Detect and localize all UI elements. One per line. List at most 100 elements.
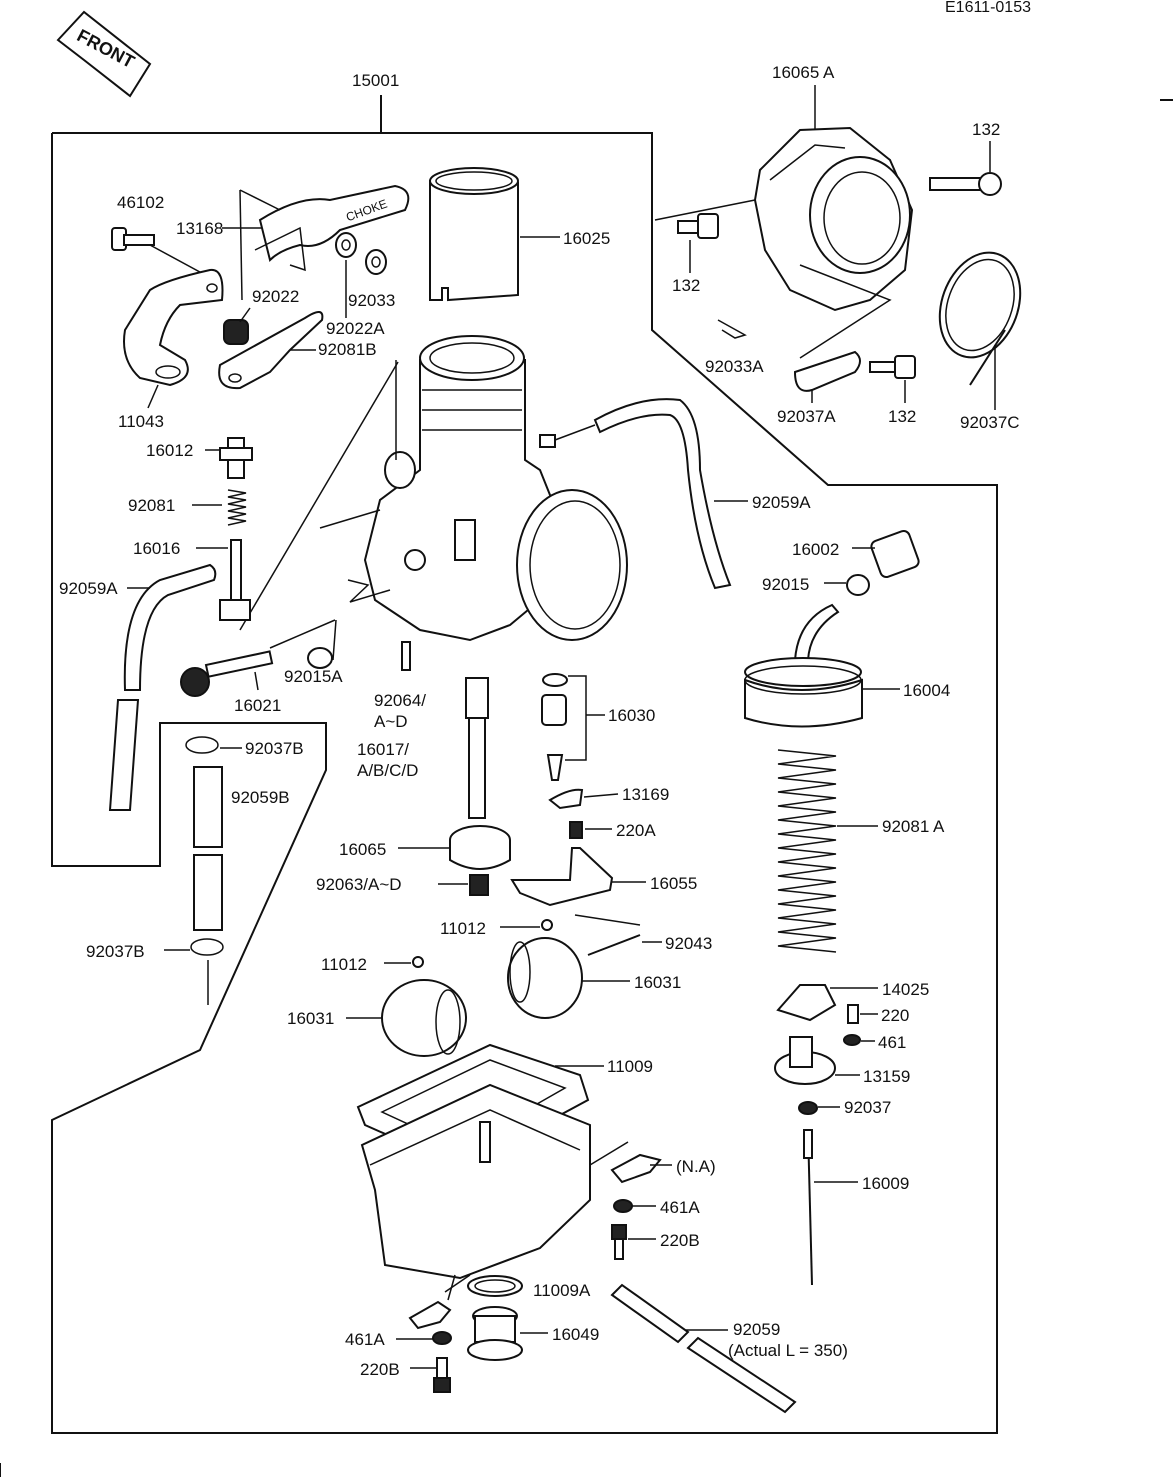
- label-92043: 92043: [665, 934, 712, 953]
- label-11012-b: 11012: [321, 955, 367, 974]
- label-16055: 16055: [650, 874, 697, 893]
- part-220B-screw-right: [611, 1224, 627, 1260]
- doc-ref: E1611-0153: [945, 0, 1031, 16]
- part-46102-screw: [111, 227, 155, 251]
- part-92037B-clip-bottom: [190, 938, 224, 956]
- label-16016: 16016: [133, 539, 180, 558]
- label-92033A: 92033A: [705, 357, 764, 376]
- label-16004: 16004: [903, 681, 950, 700]
- label-92059: 92059: [733, 1320, 780, 1339]
- label-11043: 11043: [118, 412, 164, 431]
- label-16017-line2: A/B/C/D: [357, 761, 418, 780]
- label-NA: (N.A): [676, 1157, 716, 1176]
- label-92015: 92015: [762, 575, 809, 594]
- part-92033-nut: [365, 249, 387, 275]
- label-92037A: 92037A: [777, 407, 836, 426]
- part-92059B-tube: [193, 766, 223, 931]
- part-16004-top-cap: [744, 603, 863, 728]
- part-92015A-nut: [307, 647, 333, 669]
- label-16017-line1: 16017/: [357, 740, 409, 759]
- part-16030-float-valve: [541, 673, 568, 781]
- label-92015A: 92015A: [284, 667, 343, 686]
- label-92063: 92063/A~D: [316, 875, 402, 894]
- part-92037A-clamp: [793, 350, 861, 392]
- label-92037C: 92037C: [960, 413, 1020, 432]
- part-16049-drain-plug: [467, 1306, 523, 1361]
- part-220B-screw-left: [433, 1357, 451, 1393]
- part-92059A-hose-right: [593, 398, 732, 590]
- label-92081: 92081: [128, 496, 175, 515]
- label-220B-left: 220B: [360, 1360, 400, 1379]
- assembly-outline: [51, 132, 998, 1434]
- label-16031-right: 16031: [634, 973, 681, 992]
- part-carburetor-body: [363, 335, 628, 642]
- label-92059-note: (Actual L = 350): [728, 1341, 848, 1360]
- part-16012-adjuster: [219, 437, 253, 479]
- part-11012-pin-a: [541, 919, 553, 931]
- part-11009-float-bowl: [360, 1083, 591, 1280]
- part-92081-spring: [227, 489, 247, 526]
- part-461-washer: [843, 1034, 861, 1046]
- label-132-mid: 132: [888, 407, 916, 426]
- part-14025-holder: [776, 984, 837, 1022]
- label-92033: 92033: [348, 291, 395, 310]
- label-16031-left: 16031: [287, 1009, 334, 1028]
- part-132-bolt-mid: [869, 355, 916, 379]
- part-461A-washer-right: [613, 1199, 633, 1213]
- label-16025: 16025: [563, 229, 610, 248]
- label-11012-a: 11012: [440, 919, 486, 938]
- label-132-left: 132: [672, 276, 700, 295]
- part-92022-collar: [223, 319, 249, 345]
- label-461A-left: 461A: [345, 1330, 385, 1349]
- part-16017-needle-jet: [465, 677, 489, 819]
- label-92064-line1: 92064/: [374, 691, 426, 710]
- part-16021-idle-screw: [180, 650, 274, 697]
- part-16025-throttle-valve: [429, 167, 519, 302]
- part-92037C-band: [938, 251, 1022, 386]
- part-16065A-intake-holder: [753, 126, 914, 312]
- label-16009: 16009: [862, 1174, 909, 1193]
- part-plate-left: [408, 1300, 452, 1330]
- label-16012: 16012: [146, 441, 193, 460]
- label-92037B-bottom: 92037B: [86, 942, 145, 961]
- label-16021: 16021: [234, 696, 281, 715]
- label-92037B-top: 92037B: [245, 739, 304, 758]
- part-92022A-washer: [335, 232, 357, 258]
- label-461A-right: 461A: [660, 1198, 700, 1217]
- label-220: 220: [881, 1006, 909, 1025]
- part-16031-float-right: [507, 937, 583, 1019]
- part-220-screw: [847, 1004, 859, 1024]
- part-16002-cap: [870, 529, 920, 579]
- label-92022A: 92022A: [326, 319, 385, 338]
- part-11043-bracket: [123, 268, 224, 387]
- label-92037: 92037: [844, 1098, 891, 1117]
- label-13159: 13159: [863, 1067, 910, 1086]
- part-132-bolt-left: [677, 213, 719, 239]
- part-92081A-main-spring: [777, 749, 837, 953]
- part-92059A-hose-left: [108, 563, 217, 811]
- label-11009: 11009: [607, 1057, 653, 1076]
- label-16030: 16030: [608, 706, 655, 725]
- label-13169: 13169: [622, 785, 669, 804]
- part-92059-hose-bottom: [610, 1283, 797, 1414]
- label-92059A-right: 92059A: [752, 493, 811, 512]
- part-16009-jet-needle: [803, 1129, 813, 1286]
- part-16031-float-left: [381, 979, 467, 1057]
- part-16055-float-arm: [510, 847, 614, 907]
- part-11009A-o-ring: [467, 1275, 523, 1297]
- label-92081B: 92081B: [318, 340, 377, 359]
- label-132-top: 132: [972, 120, 1000, 139]
- label-16049: 16049: [552, 1325, 599, 1344]
- label-92081A: 92081 A: [882, 817, 945, 836]
- label-92059A-left: 92059A: [59, 579, 118, 598]
- part-13159-plate: [774, 1036, 836, 1085]
- part-220A-screw: [569, 821, 583, 839]
- assembly-number: 15001: [352, 71, 399, 90]
- part-13169-plate: [548, 788, 584, 810]
- part-NA-plate: [610, 1153, 662, 1184]
- label-220B-right: 220B: [660, 1231, 700, 1250]
- label-92059B: 92059B: [231, 788, 290, 807]
- part-11012-pin-b: [412, 956, 424, 968]
- part-16016-plunger: [219, 539, 251, 621]
